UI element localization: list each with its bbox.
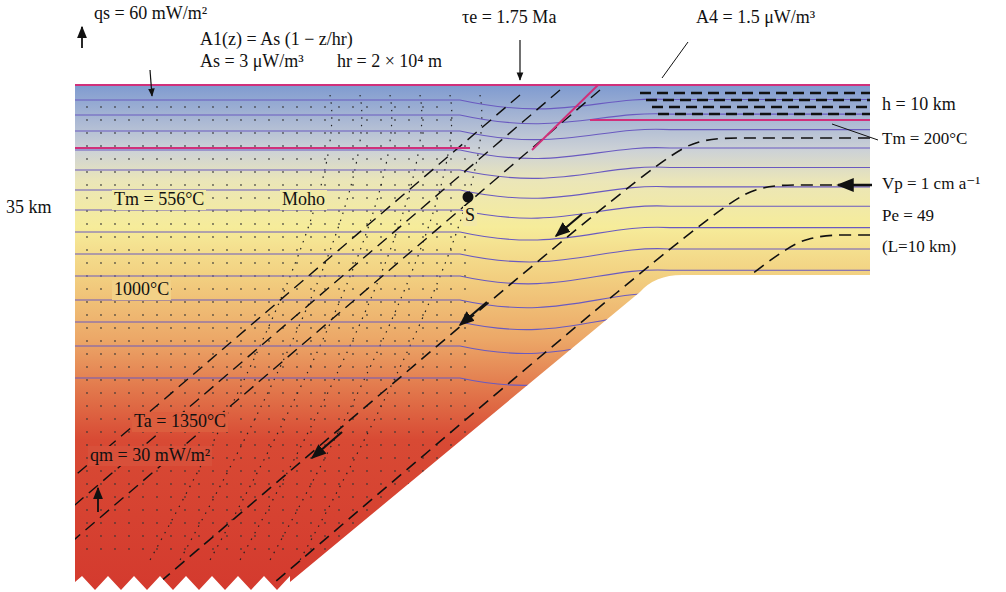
slab-flowline <box>0 90 600 592</box>
figure-label: Tm = 200°C <box>880 130 969 149</box>
isotherm <box>75 249 870 262</box>
figure-label: qs = 60 mW/m² <box>92 4 209 24</box>
dot-field <box>75 95 470 560</box>
isotherm <box>75 167 870 178</box>
wedge-flowline <box>180 95 362 560</box>
leader-line <box>662 42 688 78</box>
figure-label: Vp = 1 cm a⁻¹ <box>880 175 982 194</box>
flow-arrow <box>556 214 582 236</box>
flow-arrow <box>312 432 342 458</box>
isotherm <box>75 99 870 109</box>
layer-dashes <box>646 99 870 101</box>
isotherm <box>75 369 870 385</box>
figure-label: (L=10 km) <box>880 238 958 257</box>
figure-label: 35 km <box>4 198 54 218</box>
thrust-fault <box>532 85 598 150</box>
leader-arrow <box>150 70 152 96</box>
leader-line <box>832 124 878 140</box>
figure-label: S <box>463 206 477 226</box>
figure-label: Ta = 1350°C <box>132 412 228 432</box>
model-domain <box>75 85 870 590</box>
layer-dashes <box>652 106 870 108</box>
isotherm <box>75 114 870 124</box>
reference-point <box>463 192 474 203</box>
upper-layer-base <box>590 119 870 121</box>
figure-label: hr = 2 × 10⁴ m <box>335 52 444 72</box>
crust-base-line <box>75 147 470 149</box>
figure-label: A4 = 1.5 μW/m³ <box>694 8 817 28</box>
slab-flowline <box>0 90 560 592</box>
slab-flowline <box>0 95 520 592</box>
figure-label: A1(z) = As (1 − z/hr) <box>198 30 355 50</box>
slab-flowline <box>102 185 870 592</box>
wedge-flowline <box>150 95 332 560</box>
wedge-flowline <box>270 95 452 560</box>
figure-label: Pe = 49 <box>880 207 936 226</box>
layer-dashes <box>640 92 870 94</box>
isotherm <box>75 293 870 308</box>
isotherm <box>75 338 870 354</box>
figure-label: qm = 30 mW/m² <box>88 446 212 466</box>
plate-velocity-arrow <box>838 184 872 187</box>
figure-label: As = 3 μW/m³ <box>198 52 306 72</box>
wedge-flowline <box>210 95 392 560</box>
leader-arrow <box>519 40 520 80</box>
heat-flow-arrow <box>97 488 99 512</box>
heat-flow-arrow <box>81 27 83 48</box>
figure-label: 1000°C <box>112 280 171 300</box>
figure-label: h = 10 km <box>880 95 958 115</box>
figure-label: Moho <box>280 190 327 210</box>
surface-line <box>75 84 870 86</box>
layer-dashes <box>658 113 870 115</box>
flow-arrow <box>460 302 487 325</box>
figure-label: τe = 1.75 Ma <box>460 8 558 28</box>
wedge-flowline <box>300 95 482 560</box>
figure-label: Tm = 556°C <box>112 190 206 210</box>
slab-flowline <box>42 138 870 592</box>
isotherm <box>75 270 870 284</box>
slab-flowline <box>152 235 870 592</box>
isotherm <box>75 148 870 159</box>
isotherm <box>75 227 870 240</box>
